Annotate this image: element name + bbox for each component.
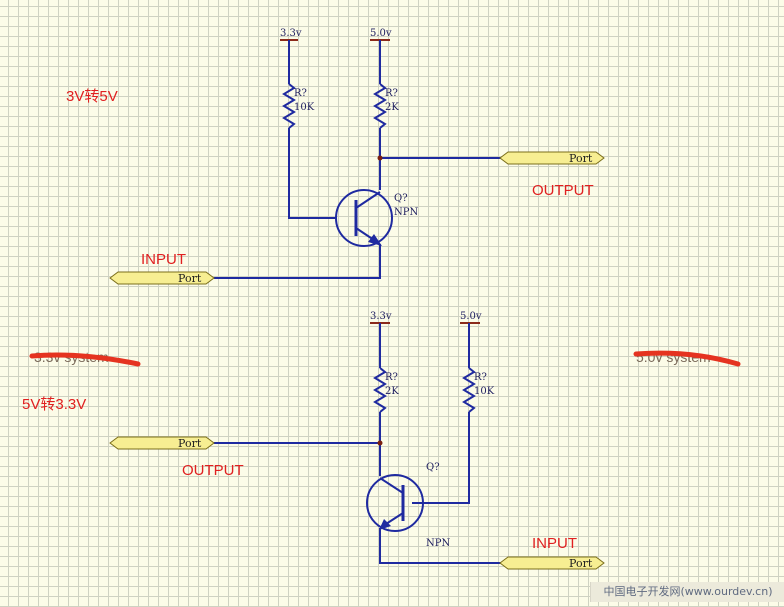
bottom-output-label: OUTPUT [182, 462, 244, 479]
top-r1-ref: R? [294, 88, 307, 99]
top-npn-transistor [335, 189, 393, 247]
bottom-r2-value: 10K [474, 386, 495, 397]
left-system-strike-mark [29, 352, 141, 367]
bottom-title-label: 5V转3.3V [22, 396, 86, 413]
top-r2-resistor [373, 83, 387, 129]
bottom-transistor-ref: Q? [426, 462, 440, 473]
bottom-input-port-label: Port [569, 557, 593, 570]
bottom-npn-transistor [366, 474, 424, 532]
watermark-banner: 中国电子开发网(www.ourdev.cn) [590, 582, 784, 602]
bottom-r2-ref: R? [474, 372, 487, 383]
top-transistor-type: NPN [394, 207, 418, 218]
top-transistor-ref: Q? [394, 193, 408, 204]
top-r1-value: 10K [294, 102, 315, 113]
bottom-transistor-type: NPN [426, 538, 450, 549]
bottom-circuit: 3.3v 5.0v R? 2K R? 10K Q? NPN Port [109, 311, 605, 570]
right-system-strike-mark [633, 350, 741, 367]
bottom-r2-resistor [462, 367, 476, 413]
bottom-input-port[interactable]: Port [499, 556, 605, 570]
top-input-port-label: Port [178, 272, 202, 285]
bottom-emitter-input-wire [379, 528, 502, 564]
top-title-label: 3V转5V [66, 88, 118, 105]
top-input-port[interactable]: Port [109, 271, 215, 285]
top-right-rail-label: 5.0v [370, 28, 392, 39]
bottom-left-rail-label: 3.3v [370, 311, 392, 322]
top-base-wire [288, 128, 336, 219]
top-output-port[interactable]: Port [499, 151, 605, 165]
top-circuit: 3.3v 5.0v R? 10K R? 2K Q? NPN Port [109, 28, 605, 285]
bottom-output-port[interactable]: Port [109, 436, 215, 450]
top-output-junction [377, 155, 383, 161]
bottom-right-rail-label: 5.0v [460, 311, 482, 322]
top-emitter-input-wire [214, 244, 381, 279]
top-r2-ref: R? [385, 88, 398, 99]
top-output-label: OUTPUT [532, 182, 594, 199]
top-r2-value: 2K [385, 102, 399, 113]
bottom-r1-resistor [373, 367, 387, 413]
bottom-output-junction [377, 440, 383, 446]
top-input-label: INPUT [141, 251, 186, 268]
bottom-output-port-label: Port [178, 437, 202, 450]
top-r1-resistor [282, 83, 296, 129]
bottom-r1-ref: R? [385, 372, 398, 383]
top-output-port-label: Port [569, 152, 593, 165]
bottom-input-label: INPUT [532, 535, 577, 552]
bottom-base-wire [412, 412, 470, 504]
bottom-r1-value: 2K [385, 386, 399, 397]
top-left-rail-label: 3.3v [280, 28, 302, 39]
